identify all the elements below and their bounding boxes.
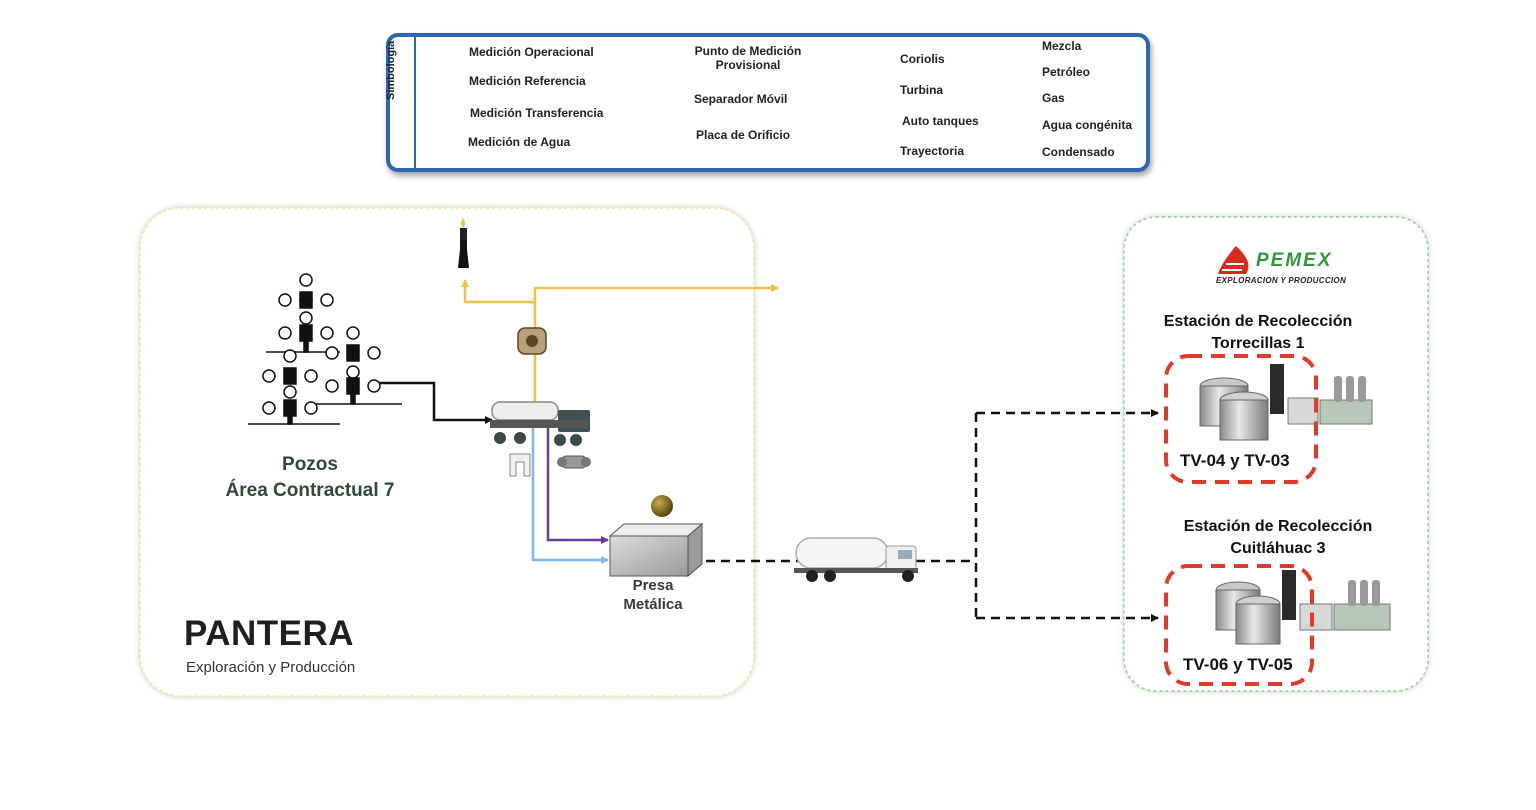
legend-label-turbina: Turbina [900, 83, 944, 97]
legend-title: Simbología [385, 40, 397, 100]
legend-label-autotanques: Auto tanques [902, 114, 979, 128]
presa-label-line1: Presa [632, 577, 674, 594]
presa-metalica-icon [608, 522, 704, 578]
legend-label-provisional-2: Provisional [715, 58, 781, 72]
wells-label: Pozos Área Contractual 7 [192, 452, 428, 504]
legend-label-agua: Medición de Agua [468, 135, 571, 149]
legend-label-coriolis: Coriolis [900, 52, 945, 66]
legend-label-separador: Separador Móvil [694, 92, 788, 106]
legend-label-placa: Placa de Orificio [696, 128, 791, 142]
gas-flow-line [533, 284, 779, 405]
station-cuitlahuac-tanks: TV-06 y TV-05 [1183, 655, 1293, 674]
coriolis-icon [509, 453, 531, 477]
presa-label-line2: Metálica [623, 596, 683, 613]
legend-label-referencia: Medición Referencia [469, 74, 586, 88]
turbine-icon [557, 455, 591, 469]
pemex-name: PEMEX [1256, 250, 1333, 271]
condensate-flow-line [546, 422, 609, 544]
wells-label-line2: Área Contractual 7 [225, 480, 395, 501]
legend-label-mezcla: Mezcla [1042, 39, 1082, 53]
legend-label-agua-congenita: Agua congénita [1042, 118, 1133, 132]
pemex-logo-icon [1218, 246, 1249, 274]
legend-label-trayectoria: Trayectoria [900, 144, 965, 158]
company-name: PANTERA [184, 614, 355, 653]
operational-measurement-point [651, 495, 673, 517]
station-torrecillas-line2: Torrecillas 1 [1211, 335, 1305, 352]
water-flow-line [531, 422, 609, 564]
legend-label-condensado: Condensado [1042, 145, 1115, 159]
pemex-area-box [1123, 216, 1429, 692]
station-cuitlahuac-label: Estación de Recolección Cuitláhuac 3 [1180, 516, 1376, 560]
tank-truck-icon [794, 537, 918, 582]
wellheads-icon [248, 273, 402, 425]
torrecillas-station-icon [1164, 354, 1373, 484]
station-cuitlahuac-line2: Cuitláhuac 3 [1230, 540, 1326, 557]
flare-stack-icon [458, 218, 469, 268]
legend-label-petroleo: Petróleo [1042, 65, 1091, 79]
station-torrecillas-line1: Estación de Recolección [1163, 313, 1353, 330]
legend-label-gas: Gas [1042, 91, 1065, 105]
legend-label-transferencia: Medición Transferencia [470, 106, 604, 120]
legend-panel [386, 33, 1150, 172]
gas-to-flare-line [461, 279, 535, 304]
company-subtitle: Exploración y Producción [186, 659, 356, 676]
mix-flow-line [372, 381, 493, 424]
pemex-subtitle: EXPLORACION Y PRODUCCION [1216, 276, 1347, 285]
wells-label-line1: Pozos [282, 454, 338, 475]
legend-side-bar [390, 37, 416, 168]
flow-lines [372, 279, 1159, 622]
presa-label: Presa Metálica [605, 576, 701, 614]
orifice-plate-icon [517, 327, 547, 355]
station-cuitlahuac-line1: Estación de Recolección [1183, 518, 1373, 535]
mobile-separator-icon [490, 401, 590, 446]
legend-label-provisional-1: Punto de Medición [694, 44, 802, 58]
cuitlahuac-station-icon [1164, 564, 1391, 686]
pantera-area-box [139, 207, 755, 697]
station-torrecillas-label: Estación de Recolección Torrecillas 1 [1160, 311, 1356, 355]
station-torrecillas-tanks: TV-04 y TV-03 [1180, 451, 1290, 470]
legend-label-operacional: Medición Operacional [469, 45, 594, 59]
